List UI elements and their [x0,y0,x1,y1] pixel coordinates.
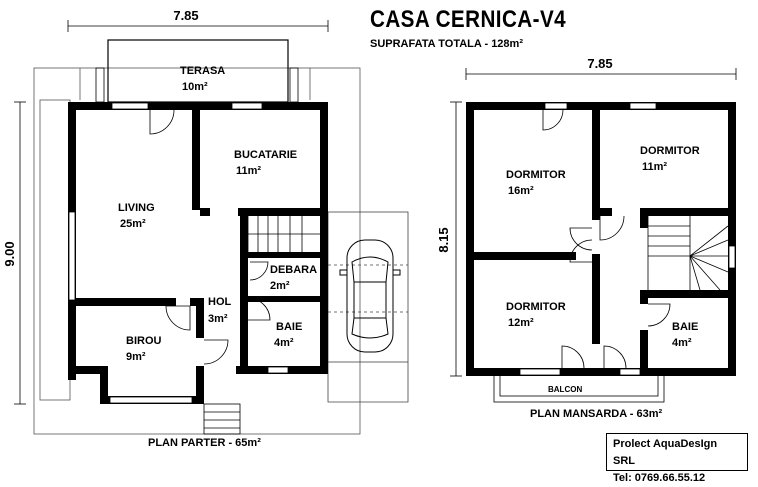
room-area: 4m² [274,337,294,349]
ground-plan-label: PLAN PARTER - 65m² [148,437,261,449]
room-name: BIROU [126,335,162,347]
upper-width-dimension: 7.85 [587,56,612,71]
room-name: DEBARA [270,264,317,276]
floor-plan-drawing: 7.85 9.00 TERASA 10m² BUCATARIE 11m² LIV… [2,8,737,449]
project-title: CASA CERNICA-V4 [370,6,567,33]
phone-number: Tel: 0769.66.55.12 [613,472,706,484]
upper-windows [519,102,736,376]
room-name: BUCATARIE [234,149,297,161]
room-name: TERASA [180,65,225,77]
ground-windows [68,102,289,404]
ground-doors [149,109,271,365]
room-area: 3m² [208,313,228,325]
company-name: Prolect AquaDesIgn SRL [613,438,718,467]
balcony-label: BALCON [548,385,582,394]
ground-dimensions [14,20,329,405]
room-area: 16m² [508,185,534,197]
room-area: 11m² [642,161,667,173]
room-area: 25m² [120,218,146,230]
room-area: 11m² [236,165,261,177]
room-name: LIVING [118,202,155,214]
ground-floor-plan: 7.85 9.00 TERASA 10m² BUCATARIE 11m² LIV… [2,8,409,449]
upper-stairs [647,216,729,291]
room-name: DORMITOR [640,145,700,157]
room-name: BAIE [276,321,302,333]
room-area: 12m² [508,317,534,329]
room-name: DORMITOR [506,169,566,181]
room-area: 9m² [126,351,146,363]
upper-dimensions [450,68,737,377]
total-area-label: SUPRAFATA TOTALA - 128m² [370,38,523,50]
upper-doors [542,109,671,369]
room-area: 10m² [182,81,208,93]
ground-height-dimension: 9.00 [2,241,17,266]
room-name: HOL [208,296,232,308]
car-icon [339,239,401,353]
upper-height-dimension: 8.15 [436,227,451,252]
upper-walls [466,102,736,376]
ground-stairs [247,216,320,252]
upper-floor-plan: 7.85 8.15 DORMITOR 16m² DORMITOR 11m² DO… [436,56,737,420]
ground-walls [68,102,328,404]
room-area: 2m² [270,280,290,292]
project-info-box: Prolect AquaDesIgn SRL Tel: 0769.66.55.1… [606,433,748,484]
upper-plan-label: PLAN MANSARDA - 63m² [530,408,663,420]
room-name: BAIE [672,321,698,333]
entrance-steps [203,403,241,435]
room-name: DORMITOR [506,301,566,313]
ground-width-dimension: 7.85 [173,8,198,23]
room-area: 4m² [672,337,692,349]
